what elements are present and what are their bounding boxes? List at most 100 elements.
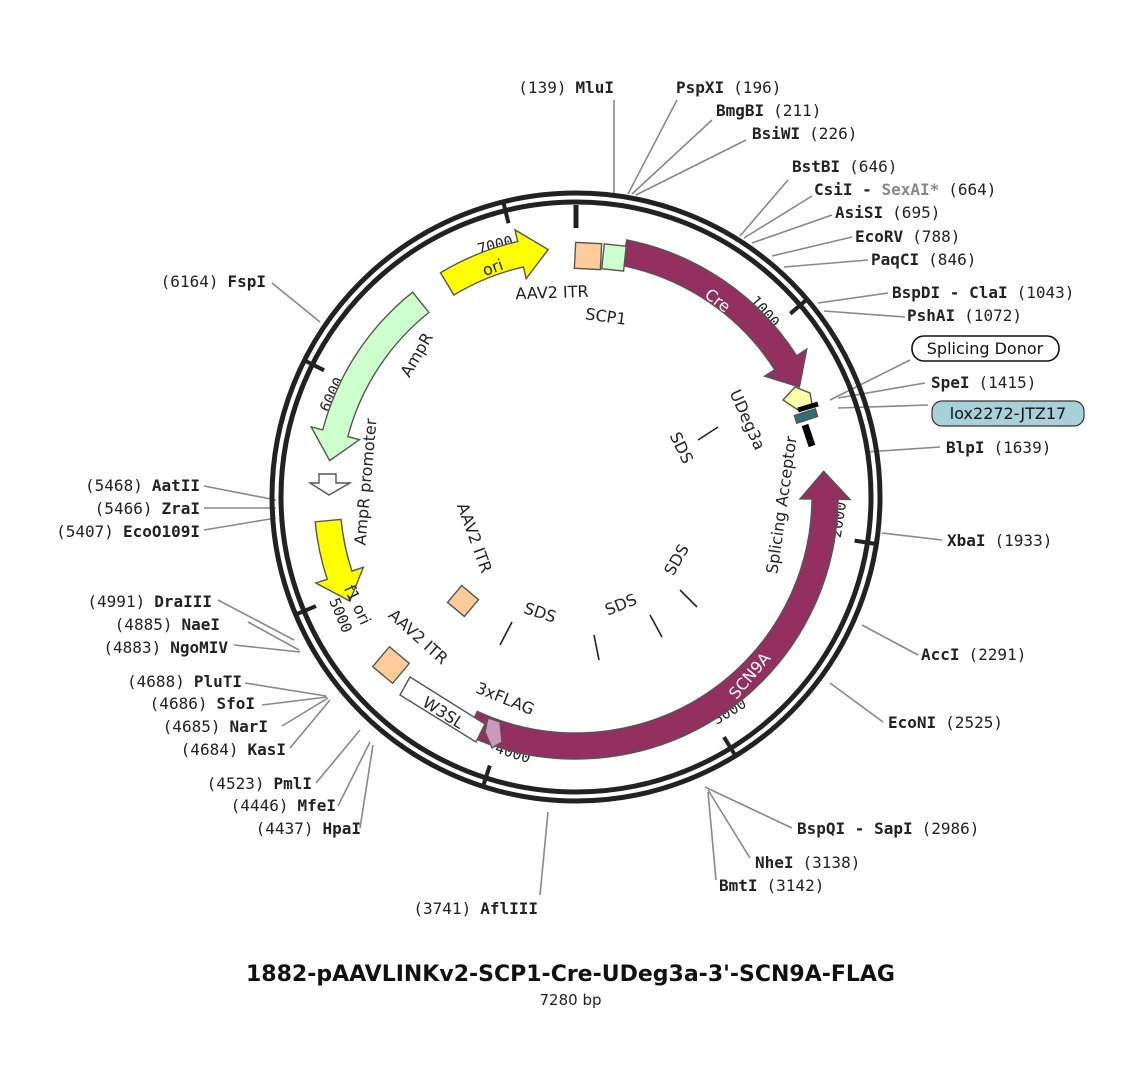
site-bspqi[interactable]: BspQI - SapI (2986) (797, 819, 979, 838)
site-eco109[interactable]: (5407)EcoO109I (56, 522, 200, 541)
site-bspdi[interactable]: BspDI - ClaI(1043) (892, 283, 1074, 302)
site-spei-pos: (1415) (979, 373, 1037, 392)
site-fspi-pos: (6164) (161, 272, 219, 291)
site-pshai-pos: (1072) (964, 306, 1022, 325)
sds-mark-5 (499, 621, 513, 646)
site-hpai[interactable]: (4437)HpaI (256, 819, 361, 838)
site-hpai-name: HpaI (322, 819, 361, 838)
site-ngomiv-pos: (4883) (103, 638, 161, 657)
features (309, 228, 852, 760)
site-aatii-name: AatII (152, 476, 200, 495)
leader-csii (743, 195, 813, 239)
leader-bmti (707, 791, 717, 881)
site-pluti[interactable]: (4688) PluTI (127, 672, 242, 691)
site-mfei[interactable]: (4446)MfeI (231, 796, 336, 815)
backbone-outer (269, 190, 883, 804)
leader-econi (829, 682, 884, 723)
site-xbai[interactable]: XbaI(1933) (947, 531, 1052, 550)
site-aatii[interactable]: (5468)AatII (85, 476, 200, 495)
label-udeg3a: UDeg3a (726, 387, 769, 453)
label-ampr-promoter: AmpR promoter (350, 417, 380, 546)
site-paqci[interactable]: PaqCI(846) (871, 250, 976, 269)
site-pluti-name: PluTI (194, 672, 242, 691)
flag-feature (484, 717, 503, 750)
leader-ngomiv (233, 644, 301, 653)
site-acci[interactable]: AccI(2291) (921, 645, 1026, 664)
tick-1000 (788, 296, 810, 316)
leader-aatii (203, 485, 277, 501)
site-pluti-pos: (4688) (127, 672, 185, 691)
site-ngomiv-name: NgoMIV (170, 638, 228, 657)
leader-paqci (783, 259, 869, 268)
site-nhei[interactable]: NheI(3138) (755, 853, 860, 872)
site-sfoi-name: SfoI (216, 694, 255, 713)
site-csii[interactable]: CsiI - SexAI*(664) (814, 180, 996, 199)
site-mlui[interactable]: (139)MluI (518, 78, 614, 97)
site-spei-name: SpeI (931, 373, 970, 392)
site-bmti[interactable]: BmtI(3142) (719, 876, 824, 895)
site-spei[interactable]: SpeI (1415) (931, 373, 1036, 392)
site-naei-name: NaeI (181, 615, 220, 634)
site-bspdi-pos: (1043) (1017, 283, 1075, 302)
site-bsiwi[interactable]: BsiWI (226) (752, 124, 857, 143)
splicing-donor-box (911, 335, 1060, 362)
site-bsiwi-pos: (226) (809, 124, 857, 143)
leader-hpai (359, 744, 374, 829)
site-eco109-pos: (5407) (56, 522, 114, 541)
site-sfoi[interactable]: (4686)SfoI (150, 694, 255, 713)
leader-bstbi (739, 179, 789, 237)
site-bmgbi-pos: (211) (773, 101, 821, 120)
site-zrai[interactable]: (5466)ZraI (95, 499, 200, 518)
site-pshai-name: PshAI (907, 306, 955, 325)
site-bspqi-pos: (2986) (922, 819, 980, 838)
site-naei[interactable]: (4885)NaeI (115, 615, 220, 634)
site-pspxi-pos: (196) (733, 78, 781, 97)
label-scp1: SCP1 (584, 304, 627, 329)
label-sds-4: SDS (522, 598, 559, 626)
leader-aflii (539, 811, 549, 896)
sds-mark-1 (697, 426, 719, 441)
site-pspxi[interactable]: PspXI (196) (676, 78, 781, 97)
site-fspi[interactable]: (6164)FspI (161, 272, 266, 291)
tick-4000 (480, 764, 492, 789)
leader-acci (861, 624, 919, 656)
site-kasi-name: KasI (247, 740, 286, 759)
aav2-itr-top-box (573, 241, 603, 271)
site-econi-pos: (2525) (945, 713, 1003, 732)
site-econi[interactable]: EcoNI(2525) (888, 713, 1003, 732)
site-bspqi-name: BspQI - SapI (797, 819, 913, 838)
leader-kasi (289, 699, 331, 749)
site-blpi[interactable]: BlpI(1639) (946, 438, 1051, 457)
site-kasi[interactable]: (4684) KasI (181, 740, 286, 759)
leader-nhei (707, 789, 751, 859)
site-ecorv[interactable]: EcoRV(788) (855, 227, 960, 246)
site-bmgbi-name: BmgBI (716, 101, 764, 120)
site-bmgbi[interactable]: BmgBI (211) (716, 101, 821, 120)
site-pmli[interactable]: (4523)PmlI (207, 774, 312, 793)
site-nari[interactable]: (4685)NarI (163, 717, 268, 736)
site-draiii[interactable]: (4991)DraIII (87, 592, 212, 611)
site-kasi-pos: (4684) (181, 740, 239, 759)
plasmid-size: 7280 bp (539, 991, 602, 1009)
leader-naei (247, 621, 300, 651)
site-nhei-name: NheI (755, 853, 794, 872)
backbone-inner (278, 199, 874, 795)
site-aflii[interactable]: (3741)AflIII (413, 899, 538, 918)
site-pshai[interactable]: PshAI (1072) (907, 306, 1022, 325)
site-blpi-name: BlpI (946, 438, 985, 457)
sds-marks (499, 426, 719, 661)
site-ngomiv[interactable]: (4883) NgoMIV (103, 638, 228, 657)
site-bstbi[interactable]: BstBI(646) (792, 157, 897, 176)
site-acci-pos: (2291) (969, 645, 1027, 664)
site-csii-sep: - (853, 180, 882, 199)
site-asisi[interactable]: AsiSI(695) (835, 203, 940, 222)
label-splicing-acceptor: Splicing Acceptor (762, 435, 800, 575)
ampr-promoter-feature (307, 473, 353, 496)
site-pspxi-name: PspXI (676, 78, 724, 97)
leader-asisi (751, 214, 833, 244)
site-bsiwi-name: BsiWI (752, 124, 800, 143)
aav2-itr-left-box (371, 645, 411, 685)
small-features (307, 241, 819, 750)
site-aflii-name: AflIII (480, 899, 538, 918)
site-pmli-name: PmlI (273, 774, 312, 793)
